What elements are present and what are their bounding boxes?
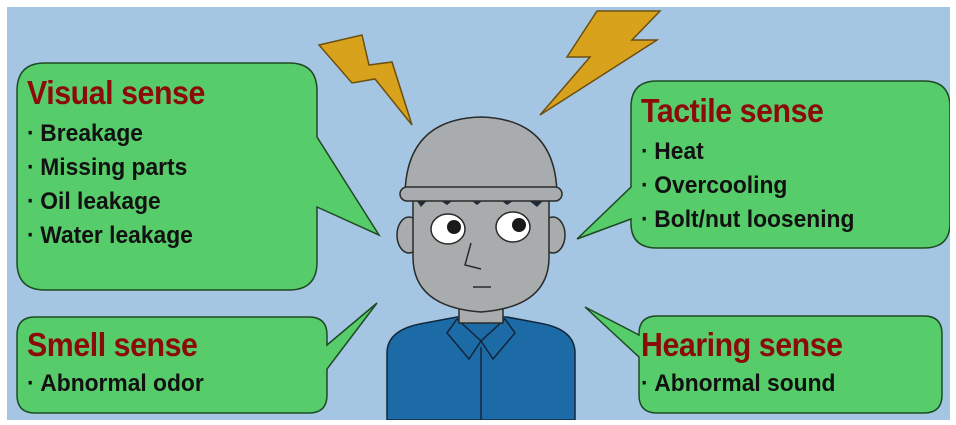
hearing-sense-content: Hearing sense ·Abnormal sound bbox=[641, 327, 860, 401]
hearing-sense-title: Hearing sense bbox=[641, 327, 843, 363]
smell-sense-content: Smell sense ·Abnormal odor bbox=[27, 327, 213, 401]
tactile-sense-content: Tactile sense ·Heat ·Overcooling ·Bolt/n… bbox=[641, 93, 866, 237]
list-item: ·Breakage bbox=[27, 117, 211, 151]
tactile-sense-list: ·Heat ·Overcooling ·Bolt/nut loosening bbox=[641, 135, 866, 237]
list-item: ·Missing parts bbox=[27, 151, 211, 185]
smell-sense-title: Smell sense bbox=[27, 327, 198, 363]
tactile-sense-title: Tactile sense bbox=[641, 93, 848, 129]
smell-sense-list: ·Abnormal odor bbox=[27, 367, 213, 401]
list-item: ·Overcooling bbox=[641, 169, 854, 203]
list-item: ·Oil leakage bbox=[27, 185, 211, 219]
diagram-panel: Visual sense ·Breakage ·Missing parts ·O… bbox=[7, 7, 950, 420]
list-item: ·Bolt/nut loosening bbox=[641, 203, 854, 237]
list-item: ·Heat bbox=[641, 135, 854, 169]
hearing-sense-list: ·Abnormal sound bbox=[641, 367, 860, 401]
list-item: ·Abnormal odor bbox=[27, 367, 204, 401]
visual-sense-title: Visual sense bbox=[27, 75, 205, 111]
lightning-bolt-icon bbox=[319, 35, 412, 125]
visual-sense-content: Visual sense ·Breakage ·Missing parts ·O… bbox=[27, 75, 220, 253]
worker-with-helmet-icon bbox=[387, 117, 575, 420]
visual-sense-list: ·Breakage ·Missing parts ·Oil leakage ·W… bbox=[27, 117, 220, 253]
list-item: ·Abnormal sound bbox=[641, 367, 849, 401]
list-item: ·Water leakage bbox=[27, 219, 211, 253]
